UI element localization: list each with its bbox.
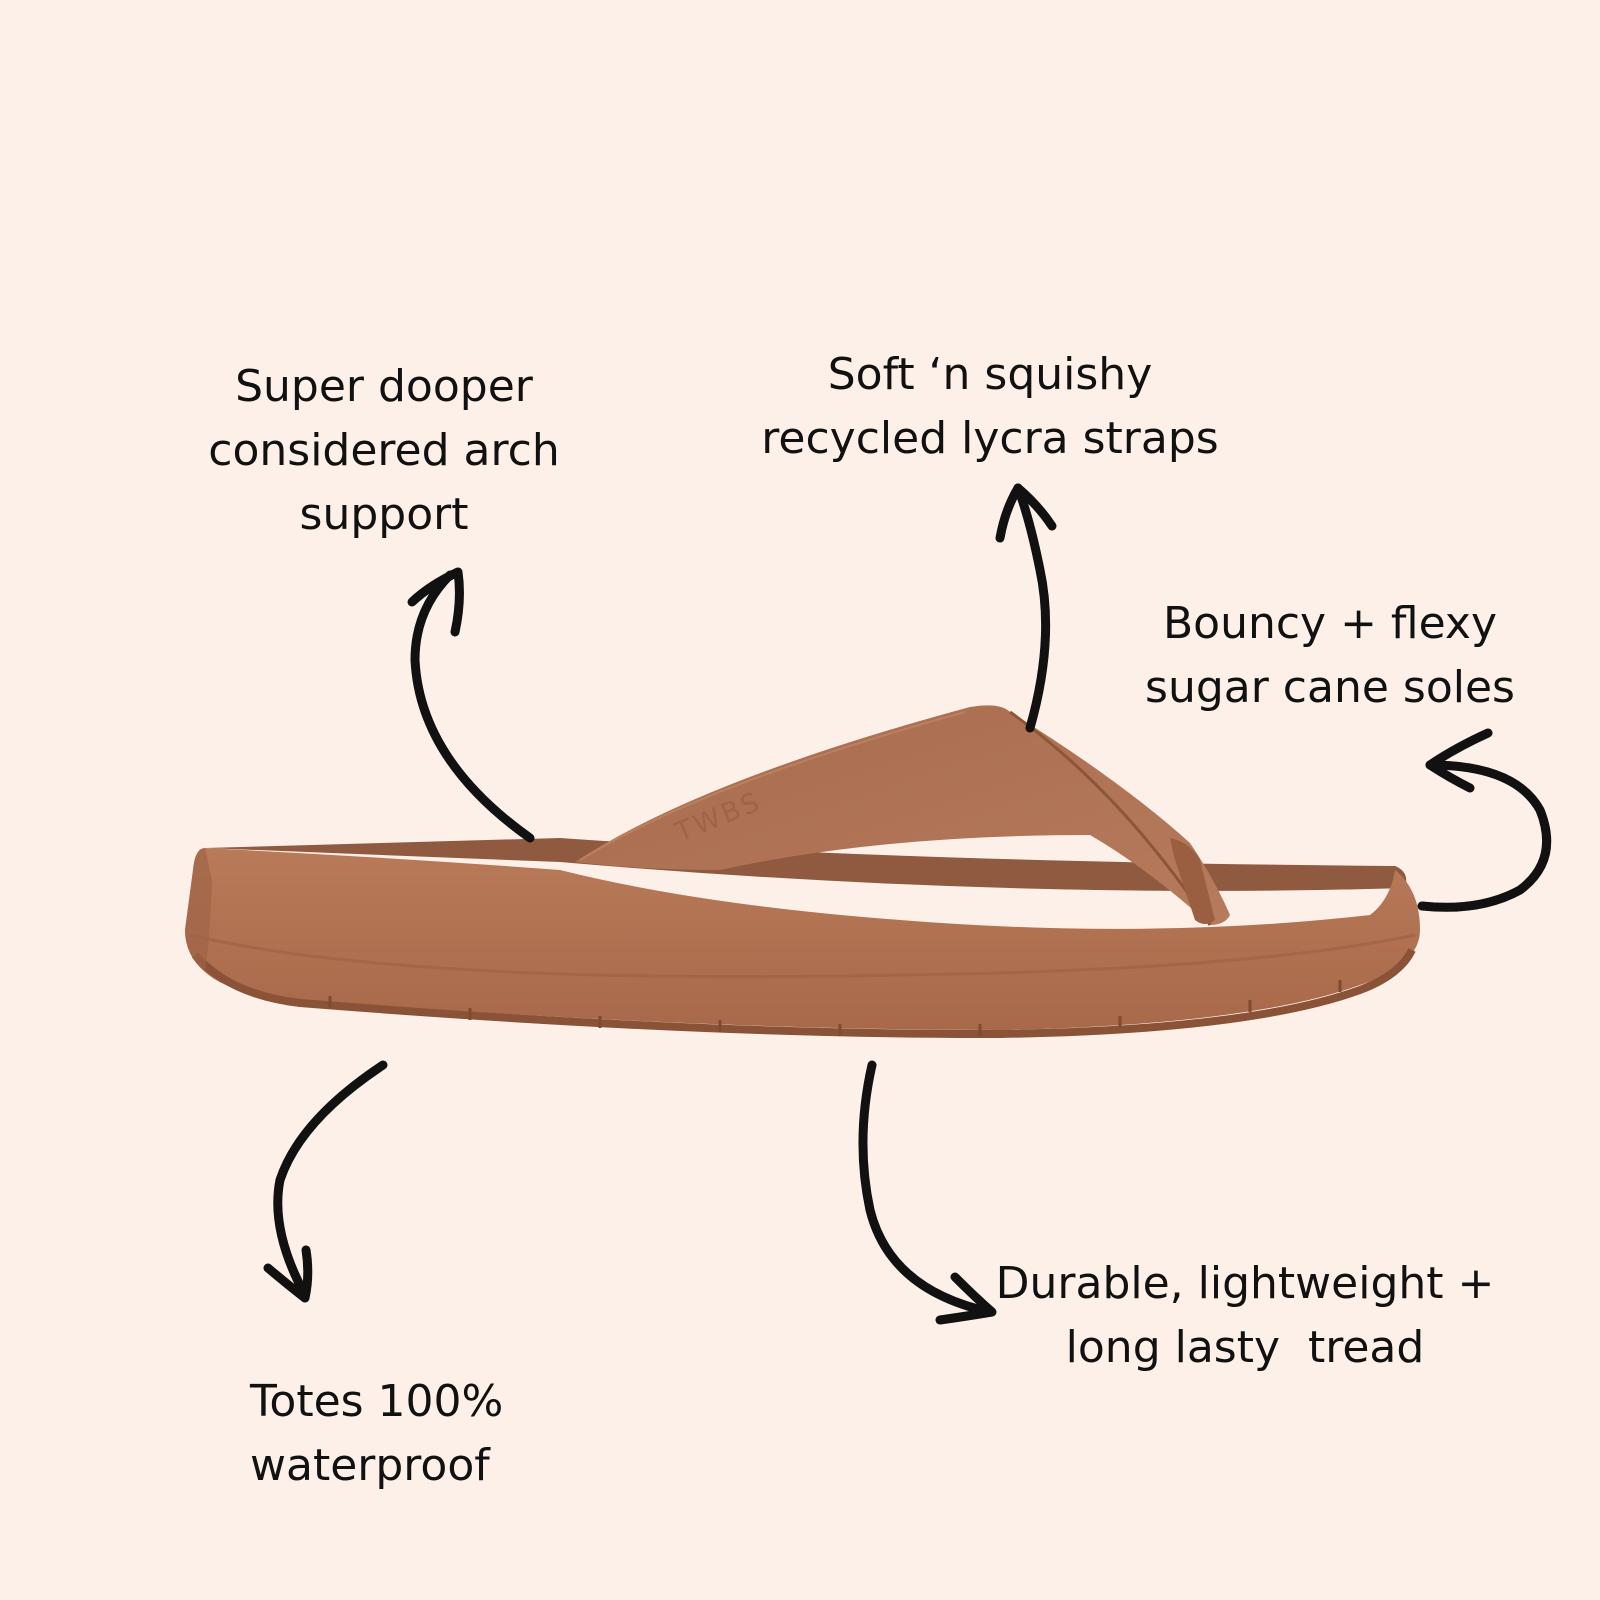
- tread-line-1: Durable, lightweight +: [995, 1258, 1495, 1309]
- waterproof-arrow-icon: [263, 1060, 388, 1303]
- arch-arrow-icon: [407, 567, 535, 843]
- arch-support-line-3: support: [299, 489, 469, 540]
- soles-arrow-icon: [1417, 728, 1552, 912]
- straps-line-1: Soft ‘n squishy: [827, 349, 1153, 400]
- waterproof-line-2: waterproof: [250, 1440, 490, 1491]
- waterproof-label: Totes 100% waterproof: [250, 1370, 610, 1498]
- soles-line-2: sugar cane soles: [1145, 662, 1515, 713]
- arch-support-line-2: considered arch: [208, 425, 560, 476]
- tread-arrow-icon: [858, 1060, 997, 1325]
- arch-support-label: Super dooper considered arch support: [184, 355, 584, 547]
- straps-label: Soft ‘n squishy recycled lycra straps: [740, 343, 1240, 471]
- sandal-icon: TWBS: [185, 705, 1420, 1039]
- tread-label: Durable, lightweight + long lasty tread: [985, 1252, 1505, 1380]
- straps-line-2: recycled lycra straps: [761, 413, 1219, 464]
- arch-support-line-1: Super dooper: [235, 361, 533, 412]
- tread-line-2: long lasty tread: [1065, 1322, 1425, 1373]
- soles-label: Bouncy + flexy sugar cane soles: [1120, 592, 1540, 720]
- soles-line-1: Bouncy + flexy: [1162, 598, 1498, 649]
- straps-arrow-icon: [995, 483, 1057, 733]
- waterproof-line-1: Totes 100%: [250, 1376, 504, 1427]
